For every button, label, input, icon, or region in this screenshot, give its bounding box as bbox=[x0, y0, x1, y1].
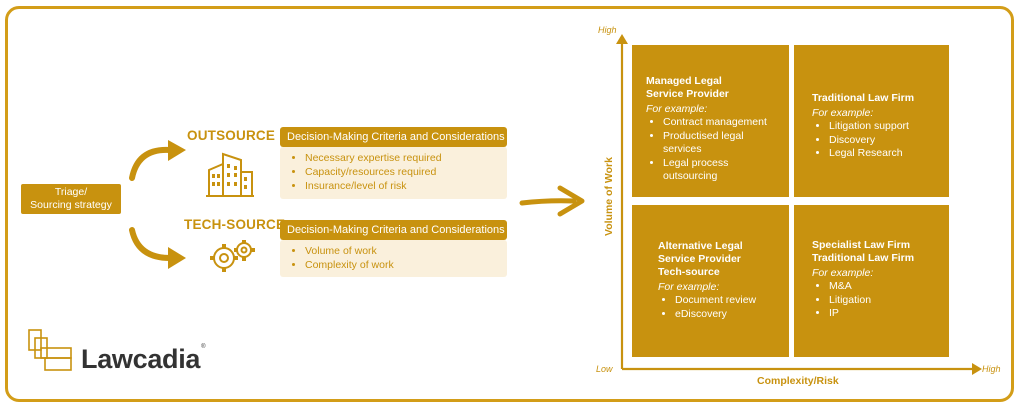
quadrant-item: Productised legal services bbox=[663, 130, 758, 157]
low-label: Low bbox=[596, 364, 613, 374]
y-axis-title: Volume of Work bbox=[603, 157, 615, 236]
quadrant-title-line: Managed Legal bbox=[646, 75, 722, 87]
quadrant-item: M&A bbox=[829, 280, 949, 294]
matrix-axes bbox=[616, 34, 982, 375]
down-arrow-line bbox=[129, 227, 173, 261]
outer-frame bbox=[5, 6, 1014, 402]
triage-box: Triage/ Sourcing strategy bbox=[21, 184, 121, 214]
quadrant-item: IP bbox=[829, 307, 949, 321]
triage-line-2: Sourcing strategy bbox=[30, 199, 112, 211]
quadrant-item: Contract management bbox=[663, 116, 789, 130]
quadrant-item: eDiscovery bbox=[675, 308, 789, 322]
example-label: For example: bbox=[812, 267, 874, 279]
to-matrix-arrow bbox=[519, 185, 585, 217]
quadrant-item: Legal process outsourcing bbox=[663, 157, 758, 184]
gears-icon bbox=[210, 240, 255, 272]
logo-name: Lawcadia bbox=[81, 344, 201, 374]
y-high-label: High bbox=[598, 25, 617, 35]
quadrant-item: Legal Research bbox=[829, 147, 949, 161]
example-label: For example: bbox=[658, 281, 720, 293]
outsource-criteria-header: Decision-Making Criteria and Considerati… bbox=[280, 127, 507, 147]
quadrant-title-line: Traditional Law Firm bbox=[812, 252, 915, 264]
outsource-criteria-item: Capacity/resources required bbox=[305, 165, 507, 179]
techsource-criteria-body: Volume of work Complexity of work bbox=[280, 240, 507, 277]
quadrant-title: Alternative Legal Service Provider Tech-… bbox=[658, 240, 789, 279]
quadrant-top-right: Traditional Law Firm For example: Litiga… bbox=[794, 45, 949, 197]
quadrant-list: Document review eDiscovery bbox=[658, 294, 789, 321]
down-arrow-head bbox=[168, 247, 186, 269]
branch-arrows bbox=[129, 140, 186, 269]
up-arrow-line bbox=[129, 146, 173, 181]
quadrant-title-line: Tech-source bbox=[658, 266, 720, 278]
x-axis-title: Complexity/Risk bbox=[757, 375, 839, 387]
techsource-criteria-header: Decision-Making Criteria and Considerati… bbox=[280, 220, 507, 240]
quadrant-item: Litigation support bbox=[829, 120, 949, 134]
quadrant-title-line: Traditional Law Firm bbox=[812, 92, 915, 104]
quadrant-title: Managed Legal Service Provider bbox=[646, 75, 789, 101]
outsource-criteria-item: Insurance/level of risk bbox=[305, 179, 507, 193]
up-arrow-head bbox=[168, 140, 186, 161]
x-high-label: High bbox=[982, 364, 1001, 374]
quadrant-bottom-left: Alternative Legal Service Provider Tech-… bbox=[632, 205, 789, 357]
techsource-criteria-item: Volume of work bbox=[305, 244, 507, 258]
quadrant-title: Specialist Law Firm Traditional Law Firm bbox=[812, 239, 949, 265]
lawcadia-logo-icon bbox=[28, 329, 72, 371]
quadrant-item: Discovery bbox=[829, 134, 949, 148]
quadrant-item: Document review bbox=[675, 294, 789, 308]
quadrant-item: Litigation bbox=[829, 294, 949, 308]
techsource-heading: TECH-SOURCE bbox=[184, 217, 286, 232]
outsource-criteria-item: Necessary expertise required bbox=[305, 151, 507, 165]
outsource-criteria-list: Necessary expertise required Capacity/re… bbox=[280, 147, 507, 193]
quadrant-list: Contract management Productised legal se… bbox=[646, 116, 789, 184]
registered-mark: ® bbox=[201, 344, 206, 350]
quadrant-title: Traditional Law Firm bbox=[812, 92, 949, 105]
quadrant-title-line: Specialist Law Firm bbox=[812, 239, 911, 251]
triage-line-1: Triage/ bbox=[54, 186, 88, 198]
outsource-heading: OUTSOURCE bbox=[187, 128, 276, 143]
quadrant-title-line: Service Provider bbox=[646, 88, 729, 100]
quadrant-bottom-right: Specialist Law Firm Traditional Law Firm… bbox=[794, 205, 949, 357]
quadrant-list: M&A Litigation IP bbox=[812, 280, 949, 321]
lawcadia-logo-text: Lawcadia® bbox=[81, 344, 206, 375]
techsource-criteria-list: Volume of work Complexity of work bbox=[280, 240, 507, 272]
building-icon bbox=[206, 152, 254, 197]
example-label: For example: bbox=[812, 107, 874, 119]
quadrant-top-left: Managed Legal Service Provider For examp… bbox=[632, 45, 789, 197]
techsource-criteria-item: Complexity of work bbox=[305, 258, 507, 272]
outsource-criteria-body: Necessary expertise required Capacity/re… bbox=[280, 147, 507, 199]
quadrant-title-line: Alternative Legal bbox=[658, 240, 743, 252]
example-label: For example: bbox=[646, 103, 708, 115]
quadrant-title-line: Service Provider bbox=[658, 253, 741, 265]
quadrant-list: Litigation support Discovery Legal Resea… bbox=[812, 120, 949, 161]
